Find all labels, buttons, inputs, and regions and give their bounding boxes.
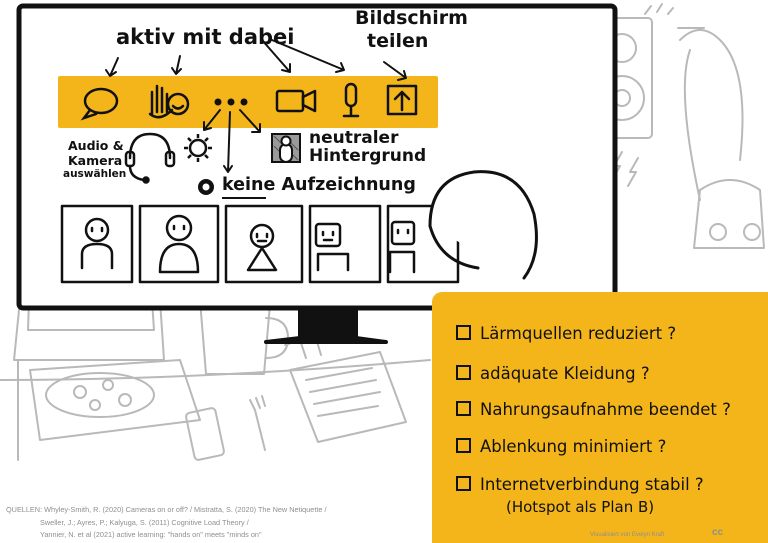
share-screen-icon[interactable] xyxy=(386,84,418,116)
participant-tile-2[interactable] xyxy=(138,204,220,284)
checkbox[interactable] xyxy=(456,365,471,380)
checklist-item-label: Ablenkung minimiert ? xyxy=(480,437,667,456)
label-aktiv-mit-dabei: aktiv mit dabei xyxy=(116,25,295,49)
microphone-icon[interactable] xyxy=(342,82,360,118)
checklist-note: (Hotspot als Plan B) xyxy=(506,498,655,516)
checkbox[interactable] xyxy=(456,325,471,340)
sources-line-3: Yannier, N. et al (2021) active learning… xyxy=(40,530,262,539)
label-neutraler: neutraler xyxy=(309,128,399,148)
cc-license-icon: cc xyxy=(712,527,724,538)
checklist-item-label: adäquate Kleidung ? xyxy=(480,364,650,383)
label-audio: Audio & xyxy=(68,138,124,153)
meeting-toolbar xyxy=(58,76,438,128)
headset-icon xyxy=(124,132,176,184)
label-teilen: teilen xyxy=(367,30,429,52)
checklist-item: Ablenkung minimiert ? xyxy=(456,437,666,456)
checklist-item-label: Nahrungsaufnahme beendet ? xyxy=(480,400,731,419)
more-dots-icon[interactable] xyxy=(214,98,248,106)
annotation-arrows xyxy=(105,39,407,173)
checklist-item: Internetverbindung stabil ? xyxy=(456,475,704,494)
participant-tile-5[interactable] xyxy=(386,204,460,284)
checklist-item: Nahrungsaufnahme beendet ? xyxy=(456,400,731,419)
checkbox[interactable] xyxy=(456,438,471,453)
participant-tile-1[interactable] xyxy=(60,204,134,284)
camera-icon[interactable] xyxy=(275,89,317,113)
checkbox[interactable] xyxy=(456,401,471,416)
participant-gallery xyxy=(60,204,460,284)
label-bildschirm: Bildschirm xyxy=(355,7,468,29)
checklist-item-label: Internetverbindung stabil ? xyxy=(480,475,704,494)
settings-gear-icon[interactable] xyxy=(184,134,212,162)
checkbox[interactable] xyxy=(456,476,471,491)
label-kamera: Kamera xyxy=(68,153,123,168)
viewer-person xyxy=(428,170,538,280)
label-hintergrund: Hintergrund xyxy=(309,146,427,166)
label-auswaehlen: auswählen xyxy=(63,168,127,180)
credit-text: Visualisiert von Evelyn Kraft xyxy=(590,532,665,538)
checklist-item: Lärmquellen reduziert ? xyxy=(456,324,676,343)
sources-line-2: Sweller, J.; Ayres, P.; Kalyuga, S. (201… xyxy=(40,518,249,527)
checklist-item-label: Lärmquellen reduziert ? xyxy=(480,324,677,343)
label-keine-aufzeichnung: keine Aufzeichnung xyxy=(222,175,416,195)
hand-raise-icon[interactable] xyxy=(148,84,190,119)
participant-tile-4[interactable] xyxy=(308,204,382,284)
recording-off-icon xyxy=(198,179,214,195)
checklist-card: Lärmquellen reduziert ? adäquate Kleidun… xyxy=(432,292,768,543)
participant-tile-3[interactable] xyxy=(224,204,304,284)
neutral-background-icon xyxy=(271,133,301,163)
background-room-sketch xyxy=(0,3,765,461)
checklist-item: adäquate Kleidung ? xyxy=(456,364,650,383)
chat-icon[interactable] xyxy=(80,87,119,121)
sources-line-1: QUELLEN: Whyley-Smith, R. (2020) Cameras… xyxy=(6,505,327,514)
